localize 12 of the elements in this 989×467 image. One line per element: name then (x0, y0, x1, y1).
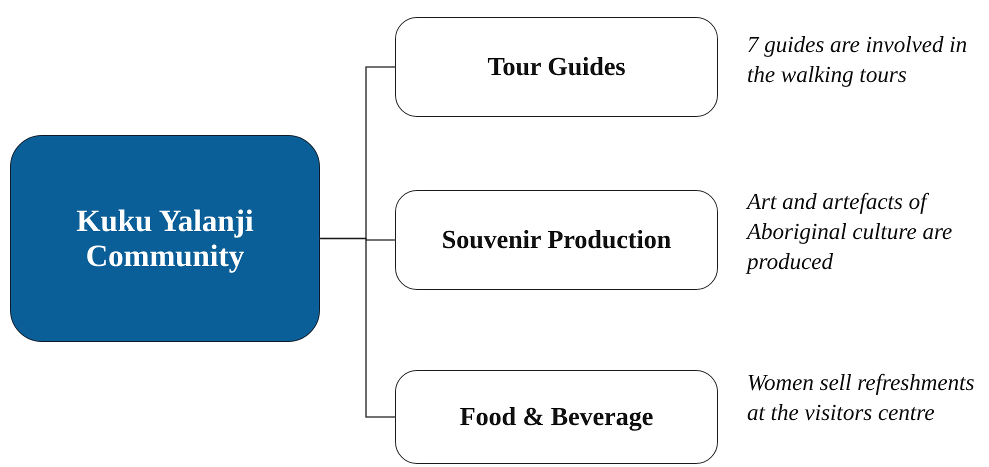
box-label: Kuku Yalanji Community (75, 204, 255, 273)
branch-box (395, 370, 718, 464)
connector-line (320, 238, 395, 418)
community-box (10, 135, 320, 342)
box-label: Souvenir Production (440, 226, 672, 254)
box-label: Food & Beverage (458, 402, 654, 432)
note-text: Women sell refreshments at the visitors centre (747, 369, 976, 427)
branch-box (395, 17, 718, 117)
note-text: 7 guides are involved in the walking tours (747, 31, 968, 89)
box-label: Tour Guides (486, 52, 626, 82)
branch-box (395, 190, 718, 290)
note-text: Art and artefacts of Aboriginal culture are produced (747, 188, 954, 276)
